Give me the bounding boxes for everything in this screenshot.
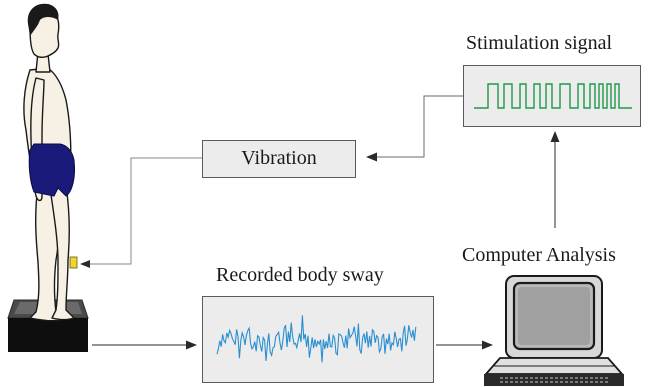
- computer-analysis-label: Computer Analysis: [462, 244, 616, 266]
- vibration-box: Vibration: [202, 140, 356, 178]
- recorded-body-sway-label: Recorded body sway: [216, 264, 384, 286]
- stimulation-arrowhead: [366, 152, 377, 162]
- hair: [27, 3, 59, 36]
- vibration-arrowhead: [80, 260, 90, 268]
- stimulation-signal-box: [463, 65, 641, 127]
- stimulation-to-vibration-connector: [372, 95, 463, 158]
- body-sway-box: [202, 296, 434, 383]
- vibration-to-leg-connector: [87, 157, 202, 265]
- stimulation-waveform: [474, 83, 632, 109]
- shorts: [28, 143, 75, 197]
- body-sway-waveform: [216, 315, 417, 363]
- stimulation-signal-label: Stimulation signal: [466, 32, 613, 54]
- sway-trace: [216, 315, 417, 363]
- computer-monitor-icon: [484, 275, 624, 386]
- vibration-label: Vibration: [241, 147, 317, 169]
- vibrator-device: [69, 256, 78, 269]
